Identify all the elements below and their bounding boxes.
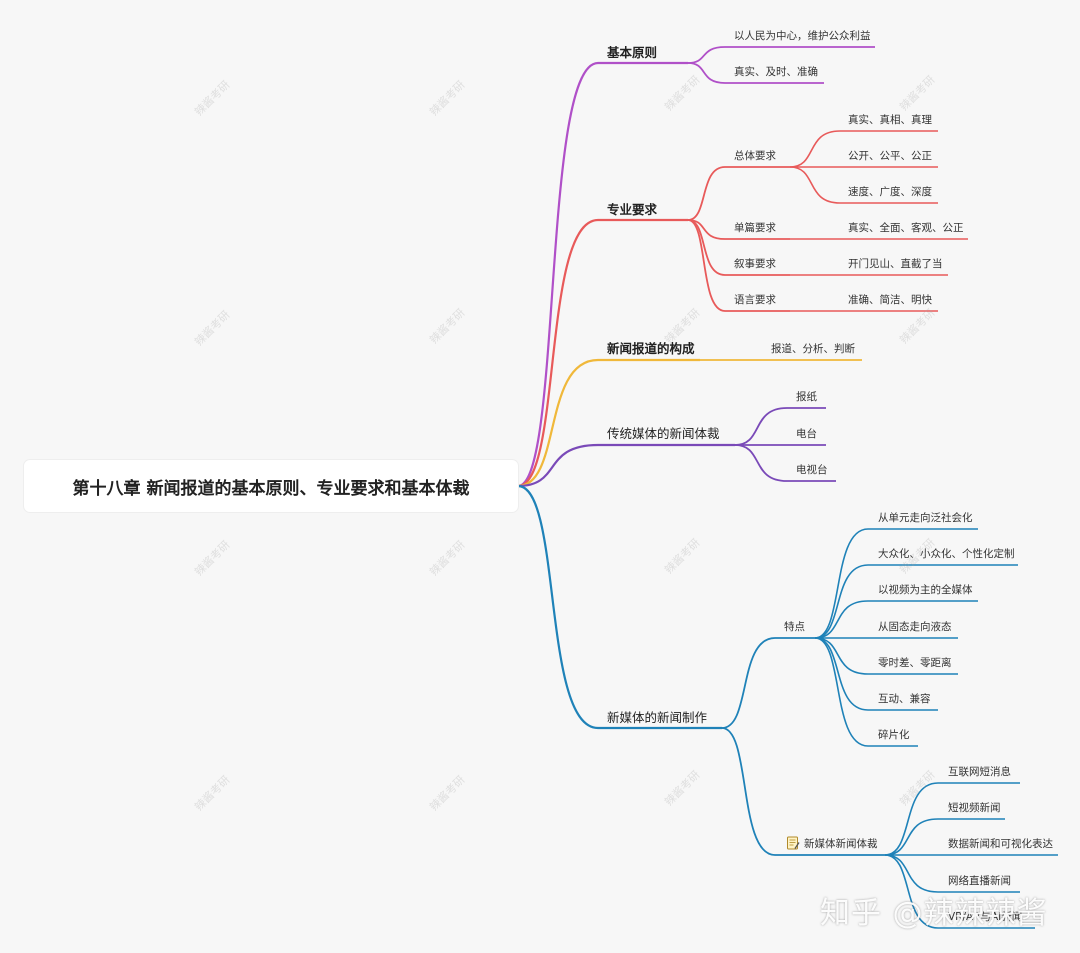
connector-feature-item xyxy=(814,637,869,747)
new-media-features[interactable]: 特点 xyxy=(784,621,805,633)
single-article-item[interactable]: 真实、全面、客观、公正 xyxy=(848,222,964,234)
genre-item[interactable]: 网络直播新闻 xyxy=(948,875,1011,887)
genre-item[interactable]: 短视频新闻 xyxy=(948,802,1001,814)
single-article-requirements[interactable]: 单篇要求 xyxy=(734,222,776,234)
root-topic[interactable]: 第十八章 新闻报道的基本原则、专业要求和基本体裁 xyxy=(24,460,518,512)
basic-principle-item[interactable]: 以人民为中心，维护公众利益 xyxy=(734,30,871,42)
connector-composition xyxy=(517,358,599,488)
overall-requirement-item[interactable]: 公开、公平、公正 xyxy=(848,150,932,162)
language-item[interactable]: 准确、简洁、明快 xyxy=(848,294,932,306)
feature-item[interactable]: 以视频为主的全媒体 xyxy=(878,584,973,596)
connector-new-media-sub xyxy=(721,637,776,729)
branch-new-media[interactable]: 新媒体的新闻制作 xyxy=(607,710,708,725)
connector-feature-item xyxy=(814,528,869,639)
connector-overall-item xyxy=(789,166,841,204)
new-media-genres[interactable]: 新媒体新闻体裁 xyxy=(804,838,878,850)
connector-genre-item xyxy=(884,782,939,856)
basic-principle-item[interactable]: 真实、及时、准确 xyxy=(734,66,818,78)
branch-basic-principles[interactable]: 基本原则 xyxy=(607,45,658,60)
connector-traditional-item xyxy=(734,444,788,482)
feature-item[interactable]: 零时差、零距离 xyxy=(878,657,952,669)
branch-traditional-media[interactable]: 传统媒体的新闻体裁 xyxy=(607,426,720,441)
connector-traditional xyxy=(517,443,599,488)
genre-item[interactable]: 互联网短消息 xyxy=(948,766,1011,778)
zhihu-watermark: 知乎 @辣辣辣酱 xyxy=(820,896,1048,931)
connector-basic-item xyxy=(687,62,726,84)
composition-item[interactable]: 报道、分析、判断 xyxy=(771,343,855,355)
connector-pro-sub xyxy=(687,219,726,276)
genre-item[interactable]: VR/AR与AI新闻 xyxy=(948,911,1023,923)
narrative-requirements[interactable]: 叙事要求 xyxy=(734,258,776,270)
connector-feature-item xyxy=(814,564,869,639)
connector-new-media-sub xyxy=(721,727,776,856)
connector-genre-item xyxy=(884,854,939,929)
connector-new-media xyxy=(517,484,599,730)
connector-genre-item xyxy=(884,854,939,893)
traditional-media-item[interactable]: 电视台 xyxy=(796,464,828,476)
connector-feature-item xyxy=(814,600,869,639)
connector-overall-item xyxy=(789,130,841,168)
feature-item[interactable]: 大众化、小众化、个性化定制 xyxy=(878,548,1015,560)
feature-item[interactable]: 碎片化 xyxy=(878,729,910,741)
traditional-media-item[interactable]: 报纸 xyxy=(796,391,817,403)
connector-feature-item xyxy=(814,637,869,675)
branch-professional-requirements[interactable]: 专业要求 xyxy=(607,202,658,217)
connector-pro-sub xyxy=(687,219,726,312)
connector-basic xyxy=(517,61,599,488)
connector-pro-sub xyxy=(687,166,726,221)
narrative-item[interactable]: 开门见山、直截了当 xyxy=(848,258,943,270)
branch-news-composition[interactable]: 新闻报道的构成 xyxy=(607,341,695,356)
genre-item[interactable]: 数据新闻和可视化表达 xyxy=(948,838,1053,850)
overall-requirements[interactable]: 总体要求 xyxy=(734,150,776,162)
feature-item[interactable]: 从固态走向液态 xyxy=(878,621,952,633)
feature-item[interactable]: 从单元走向泛社会化 xyxy=(878,512,973,524)
overall-requirement-item[interactable]: 真实、真相、真理 xyxy=(848,114,932,126)
language-requirements[interactable]: 语言要求 xyxy=(734,294,776,306)
overall-requirement-item[interactable]: 速度、广度、深度 xyxy=(848,186,932,198)
connector-traditional-item xyxy=(734,407,788,446)
note-icon xyxy=(787,836,800,850)
connector-genre-item xyxy=(884,818,939,856)
connector-pro xyxy=(517,218,599,488)
traditional-media-item[interactable]: 电台 xyxy=(796,428,817,440)
connector-basic-item xyxy=(687,46,726,64)
feature-item[interactable]: 互动、兼容 xyxy=(878,693,931,705)
